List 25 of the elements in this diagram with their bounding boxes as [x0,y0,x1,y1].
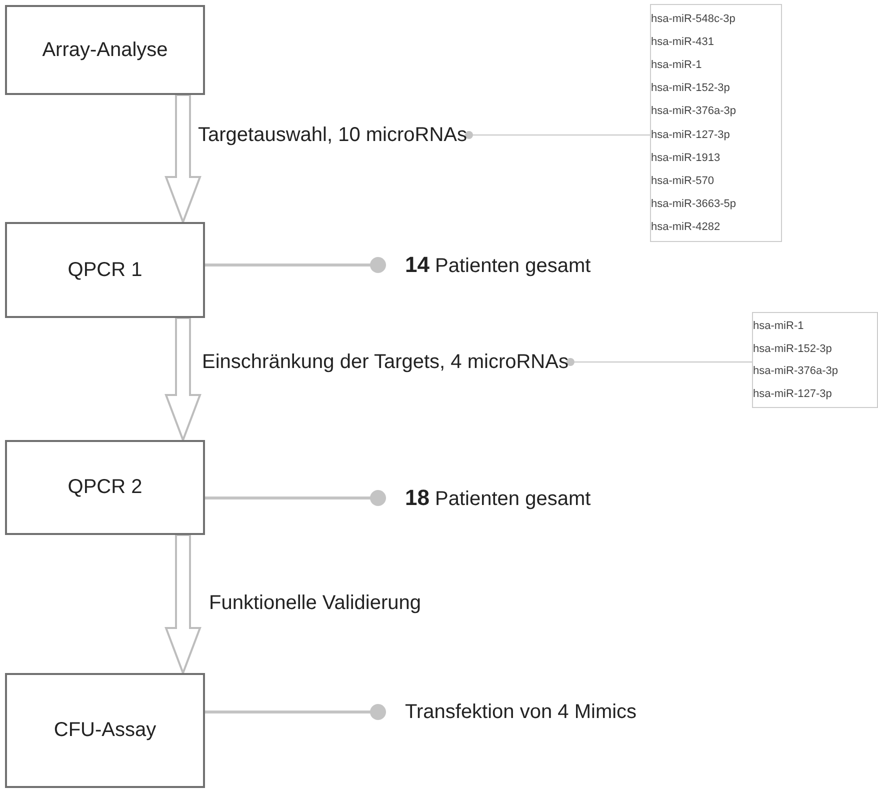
annotation-text: Transfektion von 4 Mimics [405,700,638,724]
list-item: hsa-miR-1 [753,320,805,332]
list-item: hsa-miR-1913 [651,152,722,164]
list-item: hsa-miR-127-3p [651,128,731,141]
annotation-text: Einschränkung der Targets, 4 microRNAs [202,350,568,374]
list-item: hsa-miR-4282 [651,221,722,234]
list-panel [752,312,878,408]
list-item: hsa-miR-3663-5p [651,198,737,210]
list-item: hsa-miR-1 [651,58,703,71]
list-item: hsa-miR-376a-3p [753,365,839,378]
process-box: QPCR 2 [5,440,205,535]
process-box: CFU-Assay [5,673,205,788]
list-item: hsa-miR-127-3p [753,388,833,400]
list-item: hsa-miR-152-3p [651,82,731,94]
annotation-text: 14 Patienten gesamt [405,252,592,278]
list-item: hsa-miR-431 [651,36,715,48]
list-panel [650,4,782,242]
list-item: hsa-miR-376a-3p [651,105,737,118]
list-item: hsa-miR-548c-3p [651,12,736,25]
list-item: hsa-miR-152-3p [753,342,833,355]
list-item: hsa-miR-570 [651,174,715,187]
process-box: Array-Analyse [5,5,205,95]
process-box: QPCR 1 [5,222,205,318]
annotation-text: Targetauswahl, 10 microRNAs [198,124,467,146]
annotation-text: 18 Patienten gesamt [405,485,592,511]
